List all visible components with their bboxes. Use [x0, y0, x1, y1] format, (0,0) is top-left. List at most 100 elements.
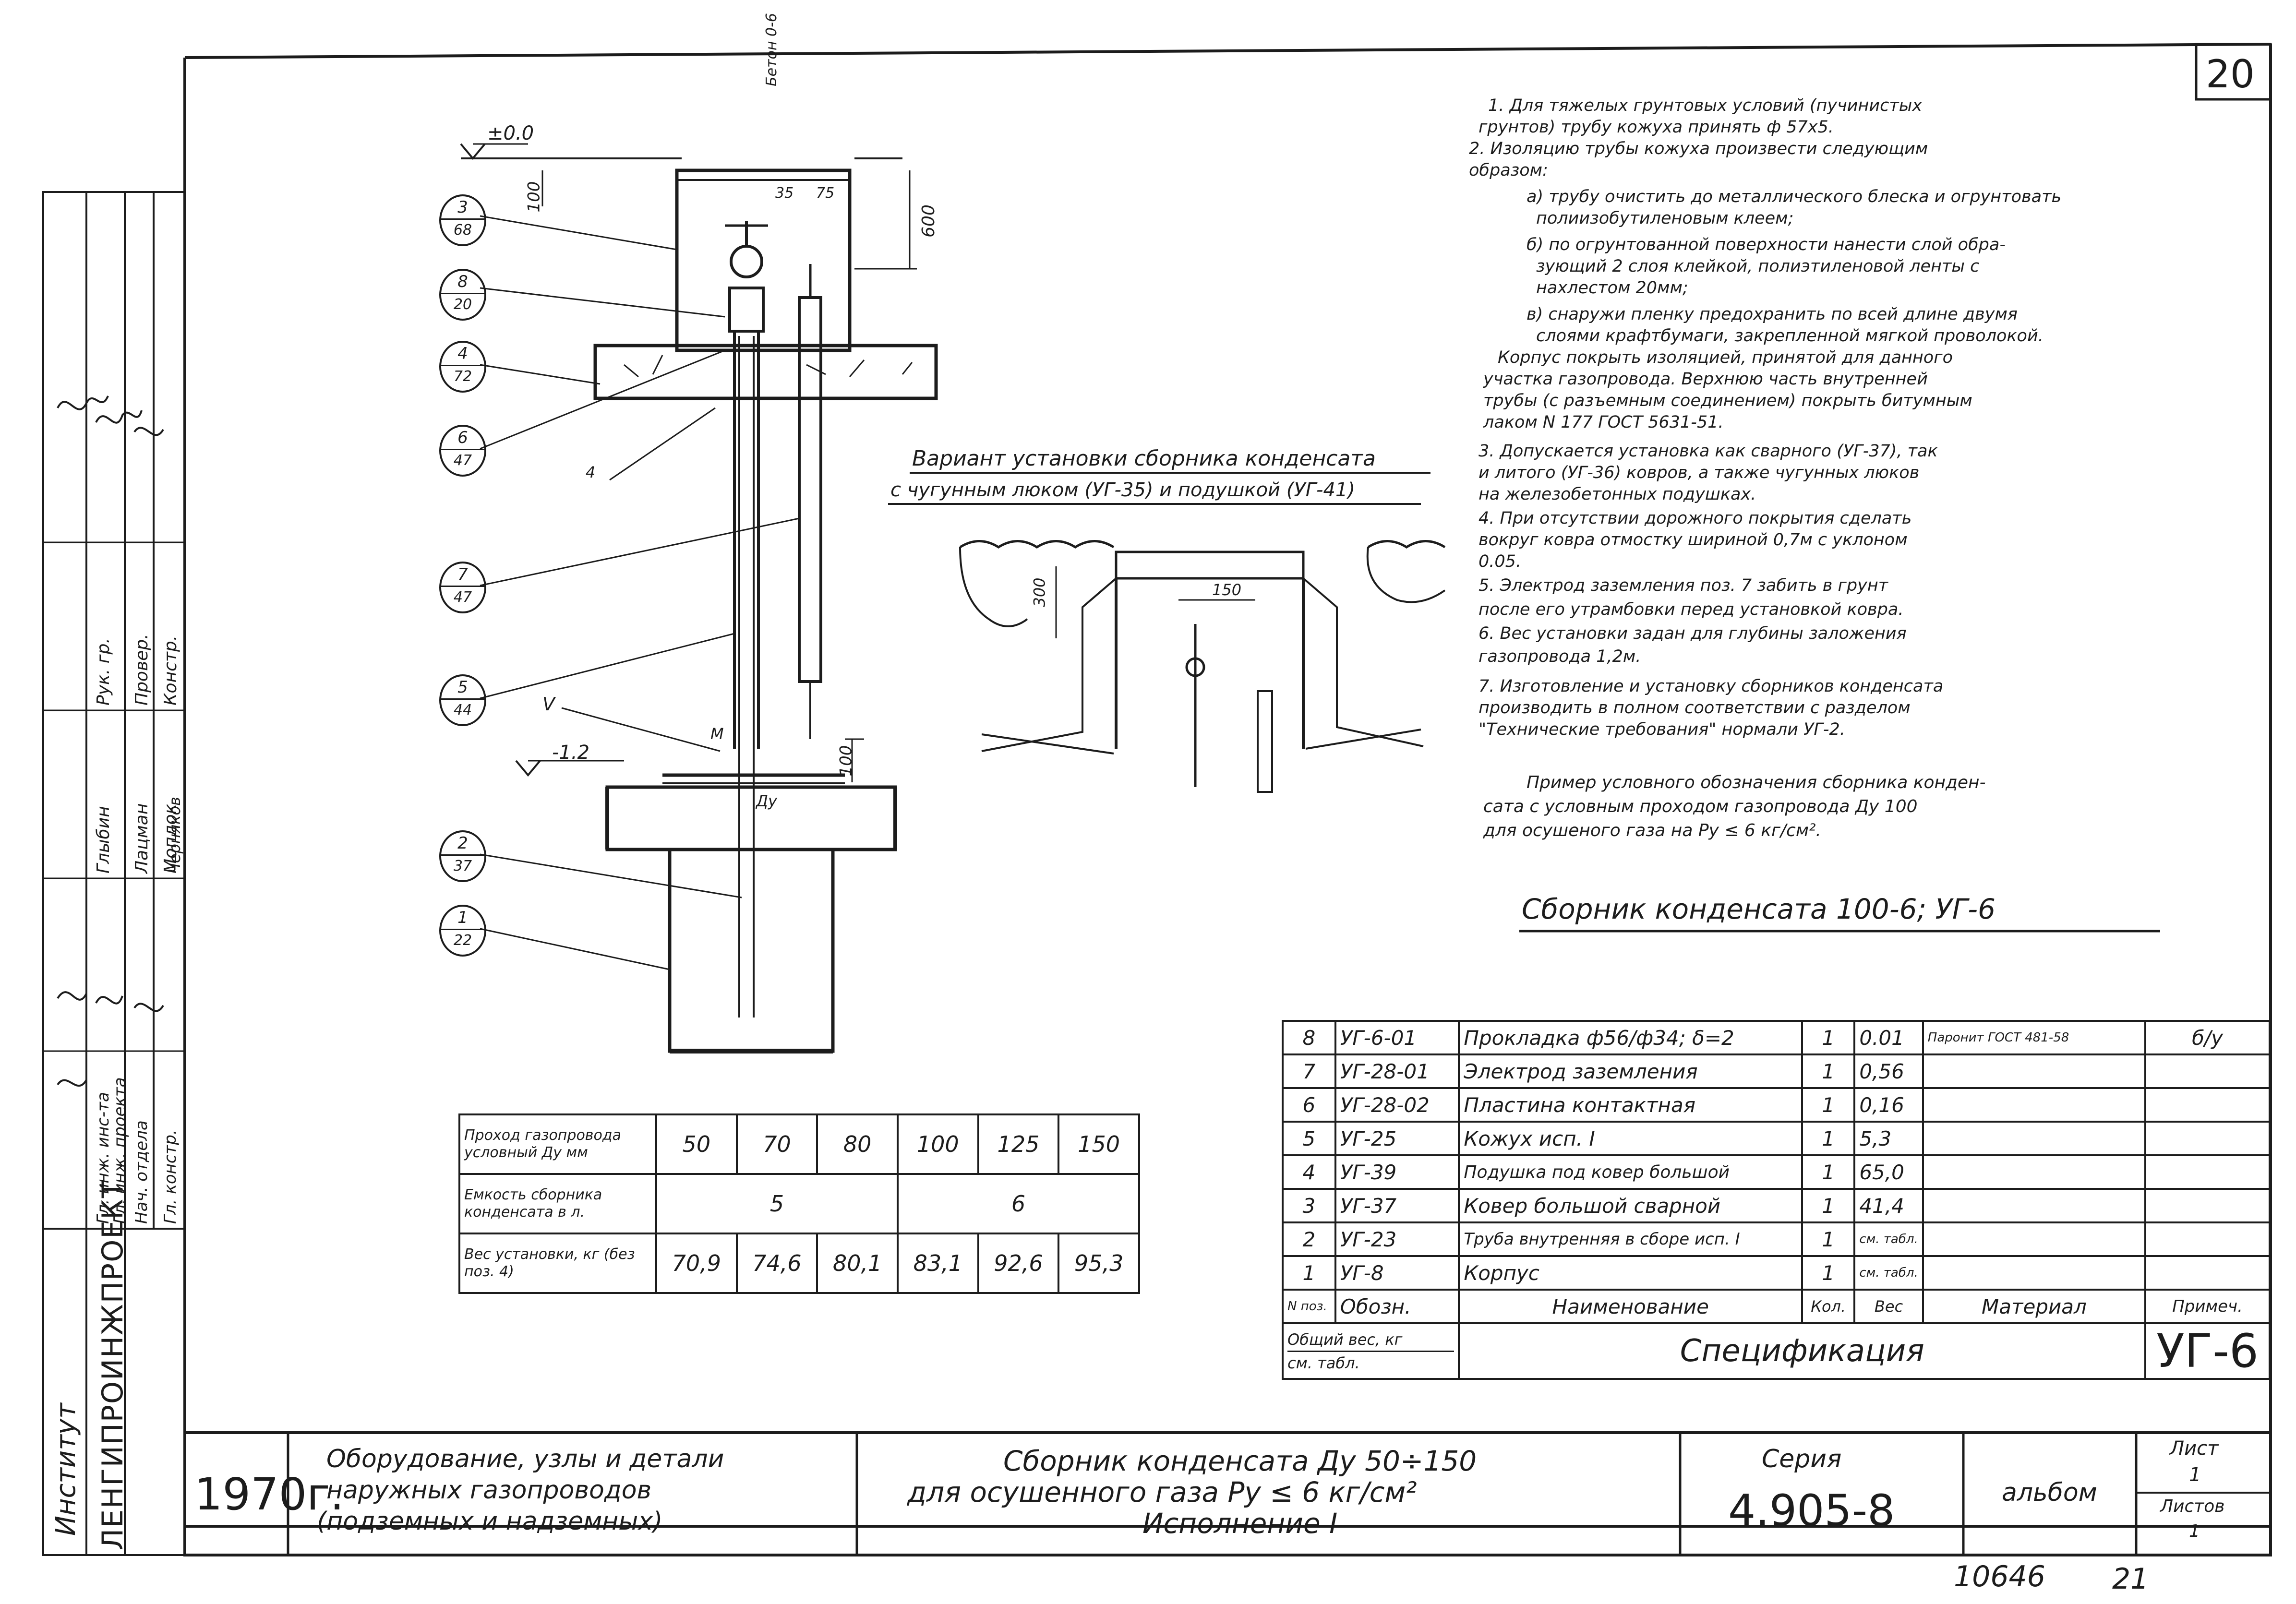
table-cell: 80,1	[816, 1233, 899, 1294]
note-line: газопровода 1,2м.	[1479, 647, 1641, 666]
spec-note	[2144, 1087, 2271, 1123]
note-line: зующий 2 слоя клейкой, полиэтиленовой ле…	[1536, 257, 1980, 276]
note-line: 3. Допускается установка как сварного (У…	[1479, 442, 1938, 461]
section-line-3: (подземных и надземных)	[317, 1507, 663, 1536]
variant-dim-300: 300	[1030, 577, 1049, 607]
sheet-label: Лист	[2170, 1437, 2219, 1460]
spec-name: Кожух исп. I	[1458, 1121, 1803, 1156]
vertical-concrete-label: Бетон 0-6	[763, 12, 780, 86]
spec-pos: 2	[1282, 1221, 1336, 1257]
spec-qty: 1	[1801, 1053, 1856, 1089]
spec-weight: 0.01	[1853, 1020, 1924, 1055]
note-line: 1. Для тяжелых грунтовых условий (пучини…	[1488, 96, 1923, 115]
spec-note	[2144, 1053, 2271, 1089]
note-line: а) трубу очистить до металлического блес…	[1527, 187, 2062, 206]
spec-pos: 6	[1282, 1087, 1336, 1123]
note-line: 0.05.	[1479, 552, 1522, 571]
spec-qty: 1	[1801, 1154, 1856, 1190]
spec-code: УГ-6	[2144, 1322, 2271, 1380]
spec-note	[2144, 1188, 2271, 1223]
spec-material	[1922, 1121, 2147, 1156]
spec-name: Пластина контактная	[1458, 1087, 1803, 1123]
spec-qty: 1	[1801, 1188, 1856, 1223]
note-line: на железобетонных подушках.	[1479, 485, 1756, 504]
bottom-page-number: 21	[2112, 1562, 2149, 1596]
year: 1970г.	[194, 1469, 344, 1520]
example-line-3: для осушеного газа на Ру ≤ 6 кг/см².	[1483, 821, 1821, 840]
table-row: 7 УГ-28-01 Электрод заземления 1 0,56	[1282, 1053, 2271, 1089]
variant-title-line2: с чугунным люком (УГ-35) и подушкой (УГ-…	[890, 479, 1355, 501]
example-line-2: сата с условным проходом газопровода Ду …	[1483, 797, 1918, 816]
spec-note	[2144, 1154, 2271, 1190]
note-line: участка газопровода. Верхнюю часть внутр…	[1483, 370, 1928, 389]
spec-header-row: N поз. Обозн. Наименование Кол. Вес Мате…	[1282, 1289, 2271, 1324]
example-line-1: Пример условного обозначения сборника ко…	[1527, 773, 1986, 792]
table-cell: 100	[896, 1113, 979, 1175]
spec-header-qty: Кол.	[1801, 1289, 1856, 1324]
title-block-frame	[183, 1431, 2272, 1556]
table-cell: 50	[655, 1113, 738, 1175]
note-line: лаком N 177 ГОСТ 5631-51.	[1483, 413, 1724, 432]
sheets-value: 1	[2189, 1521, 2200, 1541]
spec-pos: 1	[1282, 1255, 1336, 1291]
note-line: в) снаружи пленку предохранить по всей д…	[1527, 305, 2018, 324]
title-line-1: Сборник конденсата Ду 50÷150	[1003, 1445, 1477, 1477]
callout-3: 3 68	[439, 194, 486, 246]
spec-pos: 5	[1282, 1121, 1336, 1156]
spec-weight: 0,56	[1853, 1053, 1924, 1089]
dim-600: 600	[918, 204, 938, 238]
callout-5: 5 44	[439, 674, 486, 726]
spec-qty: 1	[1801, 1020, 1856, 1055]
spec-material	[1922, 1154, 2147, 1190]
level-bottom-label: -1.2	[552, 742, 590, 764]
note-line: 7. Изготовление и установку сборников ко…	[1479, 677, 1944, 696]
weld-mark-v: V	[542, 694, 555, 715]
spec-desig: УГ-37	[1334, 1188, 1460, 1223]
note-line: слоями крафтбумаги, закрепленной мягкой …	[1536, 326, 2044, 346]
designation-title: Сборник конденсата 100-6; УГ-6	[1522, 893, 1995, 925]
table-cell: 70	[735, 1113, 818, 1175]
spec-note	[2144, 1255, 2271, 1291]
table-cell: 80	[816, 1113, 899, 1175]
sheet-value: 1	[2189, 1464, 2201, 1486]
spec-pos: 7	[1282, 1053, 1336, 1089]
spec-weight: 41,4	[1853, 1188, 1924, 1223]
stamp-column-frame	[42, 191, 186, 1556]
spec-weight: 0,16	[1853, 1087, 1924, 1123]
spec-desig: УГ-28-02	[1334, 1087, 1460, 1123]
sheets-label: Листов	[2160, 1496, 2225, 1516]
album-label: альбом	[2002, 1478, 2097, 1507]
variant-title-line1: Вариант установки сборника конденсата	[912, 446, 1376, 471]
spec-header-material: Материал	[1922, 1289, 2147, 1324]
frame-top-line	[184, 43, 2271, 59]
variant-dim-150: 150	[1212, 581, 1242, 599]
spec-desig: УГ-39	[1334, 1154, 1460, 1190]
title-line-3: Исполнение I	[1142, 1507, 1338, 1540]
callout-6: 6 47	[439, 425, 486, 477]
dim-100-top: 100	[524, 181, 544, 213]
spec-header-pos: N поз.	[1282, 1289, 1336, 1324]
callout-7: 7 47	[439, 562, 486, 613]
spec-desig: УГ-23	[1334, 1221, 1460, 1257]
series-value: 4.905-8	[1728, 1485, 1895, 1536]
note-line: производить в полном соответствии с разд…	[1479, 698, 1911, 718]
table-row: 4 УГ-39 Подушка под ковер большой 1 65,0	[1282, 1154, 2271, 1190]
row-label-diameter: Проход газопровода условный Ду мм	[458, 1113, 657, 1175]
page-number-box	[2195, 43, 2272, 101]
callout-2: 2 37	[439, 830, 486, 882]
spec-header-note: Примеч.	[2144, 1289, 2271, 1324]
table-cell: 6	[896, 1173, 1141, 1234]
table-row: 6 УГ-28-02 Пластина контактная 1 0,16	[1282, 1087, 2271, 1123]
row-label-capacity: Емкость сборника конденсата в л.	[458, 1173, 657, 1234]
spec-material	[1922, 1255, 2147, 1291]
note-line: после его утрамбовки перед установкой ко…	[1479, 600, 1904, 619]
note-line: 4. При отсутствии дорожного покрытия сде…	[1479, 509, 1912, 528]
note-line: и литого (УГ-36) ковров, а также чугунны…	[1479, 463, 1920, 482]
note-line: трубы (с разъемным соединением) покрыть …	[1483, 391, 1972, 410]
table-cell: 83,1	[896, 1233, 979, 1294]
spec-footer-row: Общий вес, кг см. табл. Спецификация УГ-…	[1281, 1322, 2271, 1380]
table-cell: 125	[977, 1113, 1060, 1175]
spec-note: б/у	[2144, 1020, 2271, 1055]
spec-qty: 1	[1801, 1087, 1856, 1123]
